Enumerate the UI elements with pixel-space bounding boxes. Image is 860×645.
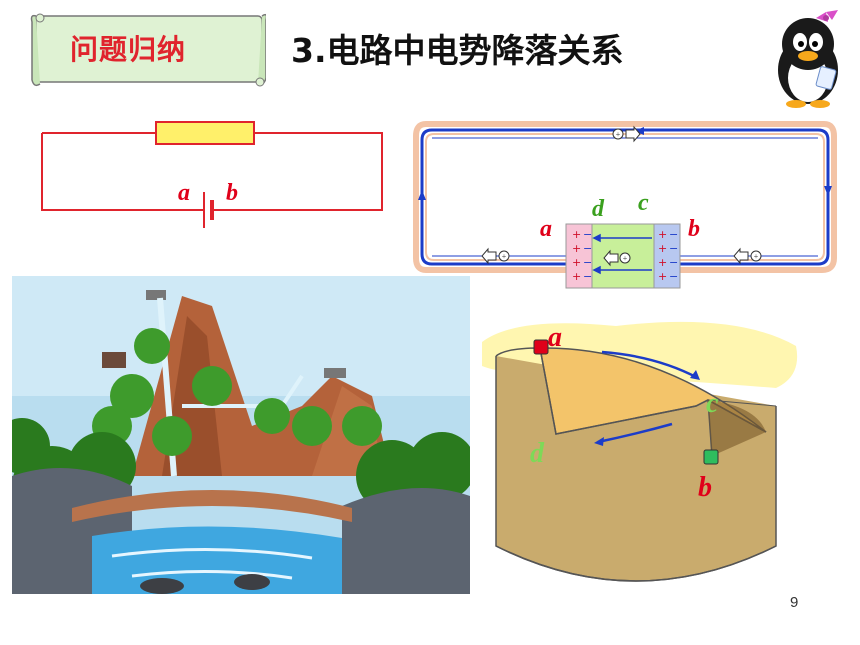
svg-text:−: − xyxy=(583,270,592,283)
scroll-banner xyxy=(30,13,266,87)
resistor xyxy=(155,121,255,145)
svg-text:+: + xyxy=(658,256,667,269)
circuit-wire xyxy=(41,132,383,228)
arrow-right-icon xyxy=(634,127,644,135)
label-d: d xyxy=(592,196,605,222)
current-loop-diagram: + + + + + + + + + + + − − − − − − − − xyxy=(413,121,837,289)
penguin-mascot-icon xyxy=(778,10,838,108)
label-b: b xyxy=(688,216,700,242)
svg-text:+: + xyxy=(623,254,628,263)
svg-text:−: − xyxy=(669,270,678,283)
svg-text:−: − xyxy=(669,242,678,255)
positive-charge-icon: + xyxy=(612,125,641,143)
banner-label: 问题归纳 xyxy=(70,33,187,66)
positive-charge-icon: + xyxy=(481,247,510,265)
label-a: a xyxy=(540,216,552,242)
cylinder-potential-analogy: a c d b xyxy=(482,321,798,582)
marker-a xyxy=(533,339,549,355)
svg-text:−: − xyxy=(583,256,592,269)
positive-charge-icon: + xyxy=(603,249,631,267)
page-title: 3.电路中电势降落关系 xyxy=(291,31,624,70)
cell-plate-b xyxy=(653,223,681,289)
label-b: b xyxy=(698,472,712,503)
svg-text:+: + xyxy=(658,270,667,283)
marker-b xyxy=(703,449,719,465)
svg-text:+: + xyxy=(572,256,581,269)
page-number: 9 xyxy=(790,594,799,611)
waterfall-landscape-illustration xyxy=(12,276,470,594)
terminal-a-label: a xyxy=(178,180,190,206)
svg-text:−: − xyxy=(583,242,592,255)
svg-text:+: + xyxy=(658,242,667,255)
svg-text:+: + xyxy=(572,228,581,241)
arrow-down-icon xyxy=(824,186,832,196)
svg-text:+: + xyxy=(502,252,507,261)
svg-text:−: − xyxy=(669,228,678,241)
label-a: a xyxy=(548,322,562,353)
terminal-b-label: b xyxy=(226,180,238,206)
loop-wire xyxy=(420,128,830,266)
positive-charge-icon: + xyxy=(733,247,762,265)
arrow-up-icon xyxy=(418,190,426,200)
svg-text:+: + xyxy=(572,242,581,255)
loop-frame-inner xyxy=(425,133,825,261)
simple-circuit-diagram: a b xyxy=(41,121,383,228)
loop-frame xyxy=(413,121,837,273)
svg-text:−: − xyxy=(583,228,592,241)
label-c: c xyxy=(706,388,719,419)
svg-text:+: + xyxy=(572,270,581,283)
svg-text:+: + xyxy=(658,228,667,241)
svg-text:−: − xyxy=(669,256,678,269)
svg-text:+: + xyxy=(754,252,759,261)
label-c: c xyxy=(638,190,649,216)
svg-text:+: + xyxy=(616,130,621,139)
cell-plate-a xyxy=(565,223,593,289)
label-d: d xyxy=(530,438,545,469)
